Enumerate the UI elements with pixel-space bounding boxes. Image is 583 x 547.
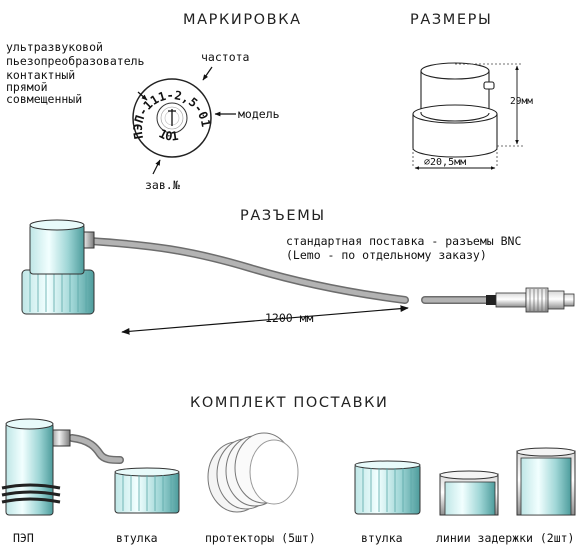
connector-note-line2: (Lemo - по отдельному заказу) xyxy=(286,248,487,262)
kit-sleeve-1 xyxy=(114,467,180,514)
dimension-drawing xyxy=(412,62,523,170)
type-line: пьезопреобразователь xyxy=(6,54,145,68)
stamp-serial-text: 101 xyxy=(157,126,180,143)
frequency-arrow xyxy=(202,66,213,81)
kit-caption-protectors: протекторы (5шт) xyxy=(205,531,316,545)
marking-stamp: ПЭП-111-2,5-01 101 xyxy=(131,78,213,158)
height-dimension-label: 29мм xyxy=(510,96,533,107)
connectors-title: РАЗЪЕМЫ xyxy=(240,208,326,224)
model-label: модель xyxy=(238,107,280,121)
type-line: ультразвуковой xyxy=(6,40,103,54)
dimensions-title: РАЗМЕРЫ xyxy=(410,12,493,28)
type-line: совмещенный xyxy=(6,92,83,106)
kit-caption-transducer: ПЭП xyxy=(13,531,34,545)
kit-transducer xyxy=(1,418,124,516)
connector-note-line1: стандартная поставка - разъемы BNC xyxy=(286,234,522,248)
type-line: контактный xyxy=(6,68,76,82)
marking-title: МАРКИРОВКА xyxy=(183,12,302,28)
bnc-connector xyxy=(486,287,575,313)
kit-caption-delay-lines: линии задержки (2шт) xyxy=(436,531,575,545)
type-arrow xyxy=(137,91,148,101)
stamp-arrows xyxy=(137,66,236,175)
kit-delay-line-2 xyxy=(516,447,576,516)
frequency-label: частота xyxy=(201,50,250,64)
kit-protectors xyxy=(207,432,299,513)
serial-label: зав.№ xyxy=(145,178,180,192)
diameter-dimension-label: ⌀20,5мм xyxy=(424,157,467,168)
kit-caption-sleeve-2: втулка xyxy=(361,531,403,545)
kit-title: КОМПЛЕКТ ПОСТАВКИ xyxy=(190,395,389,411)
cable-length-arrow xyxy=(121,305,409,335)
kit-caption-sleeve: втулка xyxy=(116,531,158,545)
transducer-with-cable xyxy=(21,219,575,335)
kit-delay-line-1 xyxy=(439,470,499,516)
kit-sleeve-2 xyxy=(354,460,421,515)
type-line: прямой xyxy=(6,80,48,94)
serial-arrow xyxy=(152,159,161,175)
